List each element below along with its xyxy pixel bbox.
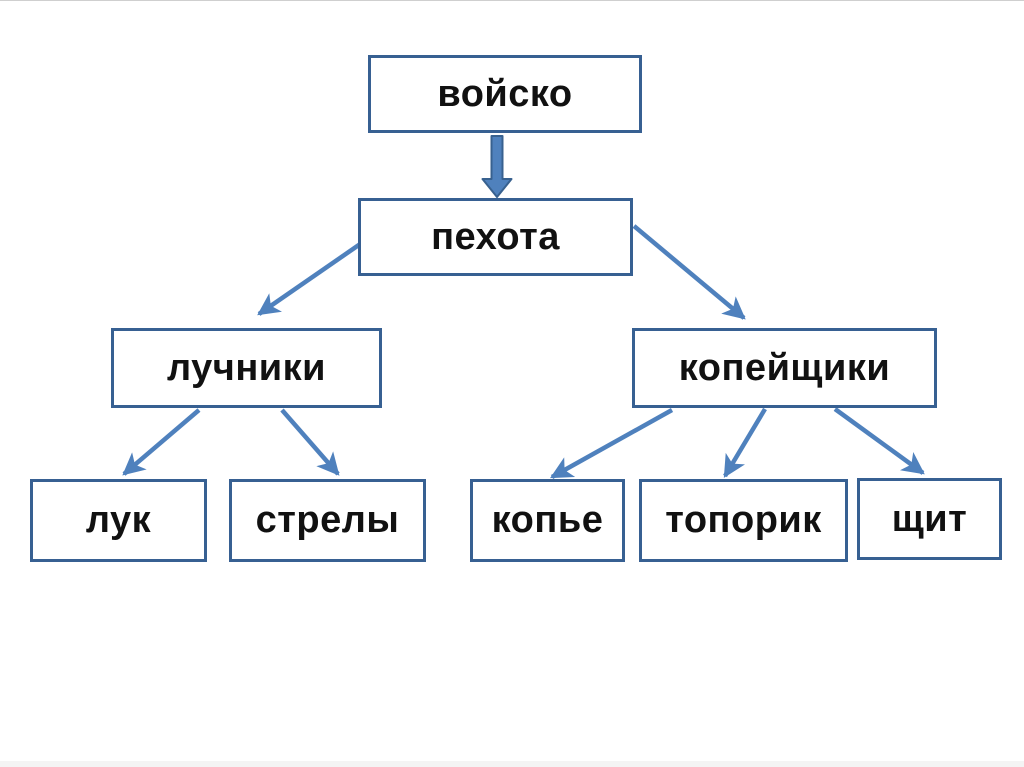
node-hatchet: топорик	[639, 479, 848, 562]
bottom-margin-strip	[0, 761, 1024, 767]
node-arrows: стрелы	[229, 479, 426, 562]
node-spearmen-label: копейщики	[678, 346, 891, 389]
node-infantry-label: пехота	[431, 215, 560, 258]
node-shield: щит	[857, 478, 1002, 560]
edge-spearmen-spear	[550, 408, 674, 479]
node-army-label: войско	[437, 72, 573, 115]
node-spear: копье	[470, 479, 625, 562]
node-hatchet-label: топорик	[665, 499, 822, 541]
node-bow-label: лук	[85, 499, 152, 541]
edge-archers-bow	[122, 408, 201, 476]
edge-infantry-archers	[257, 238, 368, 316]
node-spear-label: копье	[491, 499, 604, 541]
edge-spearmen-hatchet	[723, 407, 767, 478]
top-divider-line	[0, 0, 1024, 1]
node-spearmen: копейщики	[632, 328, 937, 408]
node-archers-label: лучники	[166, 346, 327, 389]
node-archers: лучники	[111, 328, 382, 408]
node-shield-label: щит	[891, 497, 968, 540]
edge-infantry-spearmen	[632, 224, 746, 320]
node-army: войско	[368, 55, 642, 133]
edge-spearmen-shield	[833, 407, 925, 475]
block-arrow-army-infantry	[481, 135, 513, 198]
node-arrows-label: стрелы	[255, 499, 400, 541]
node-bow: лук	[30, 479, 207, 562]
node-infantry: пехота	[358, 198, 633, 276]
edge-archers-arrows	[280, 408, 340, 476]
